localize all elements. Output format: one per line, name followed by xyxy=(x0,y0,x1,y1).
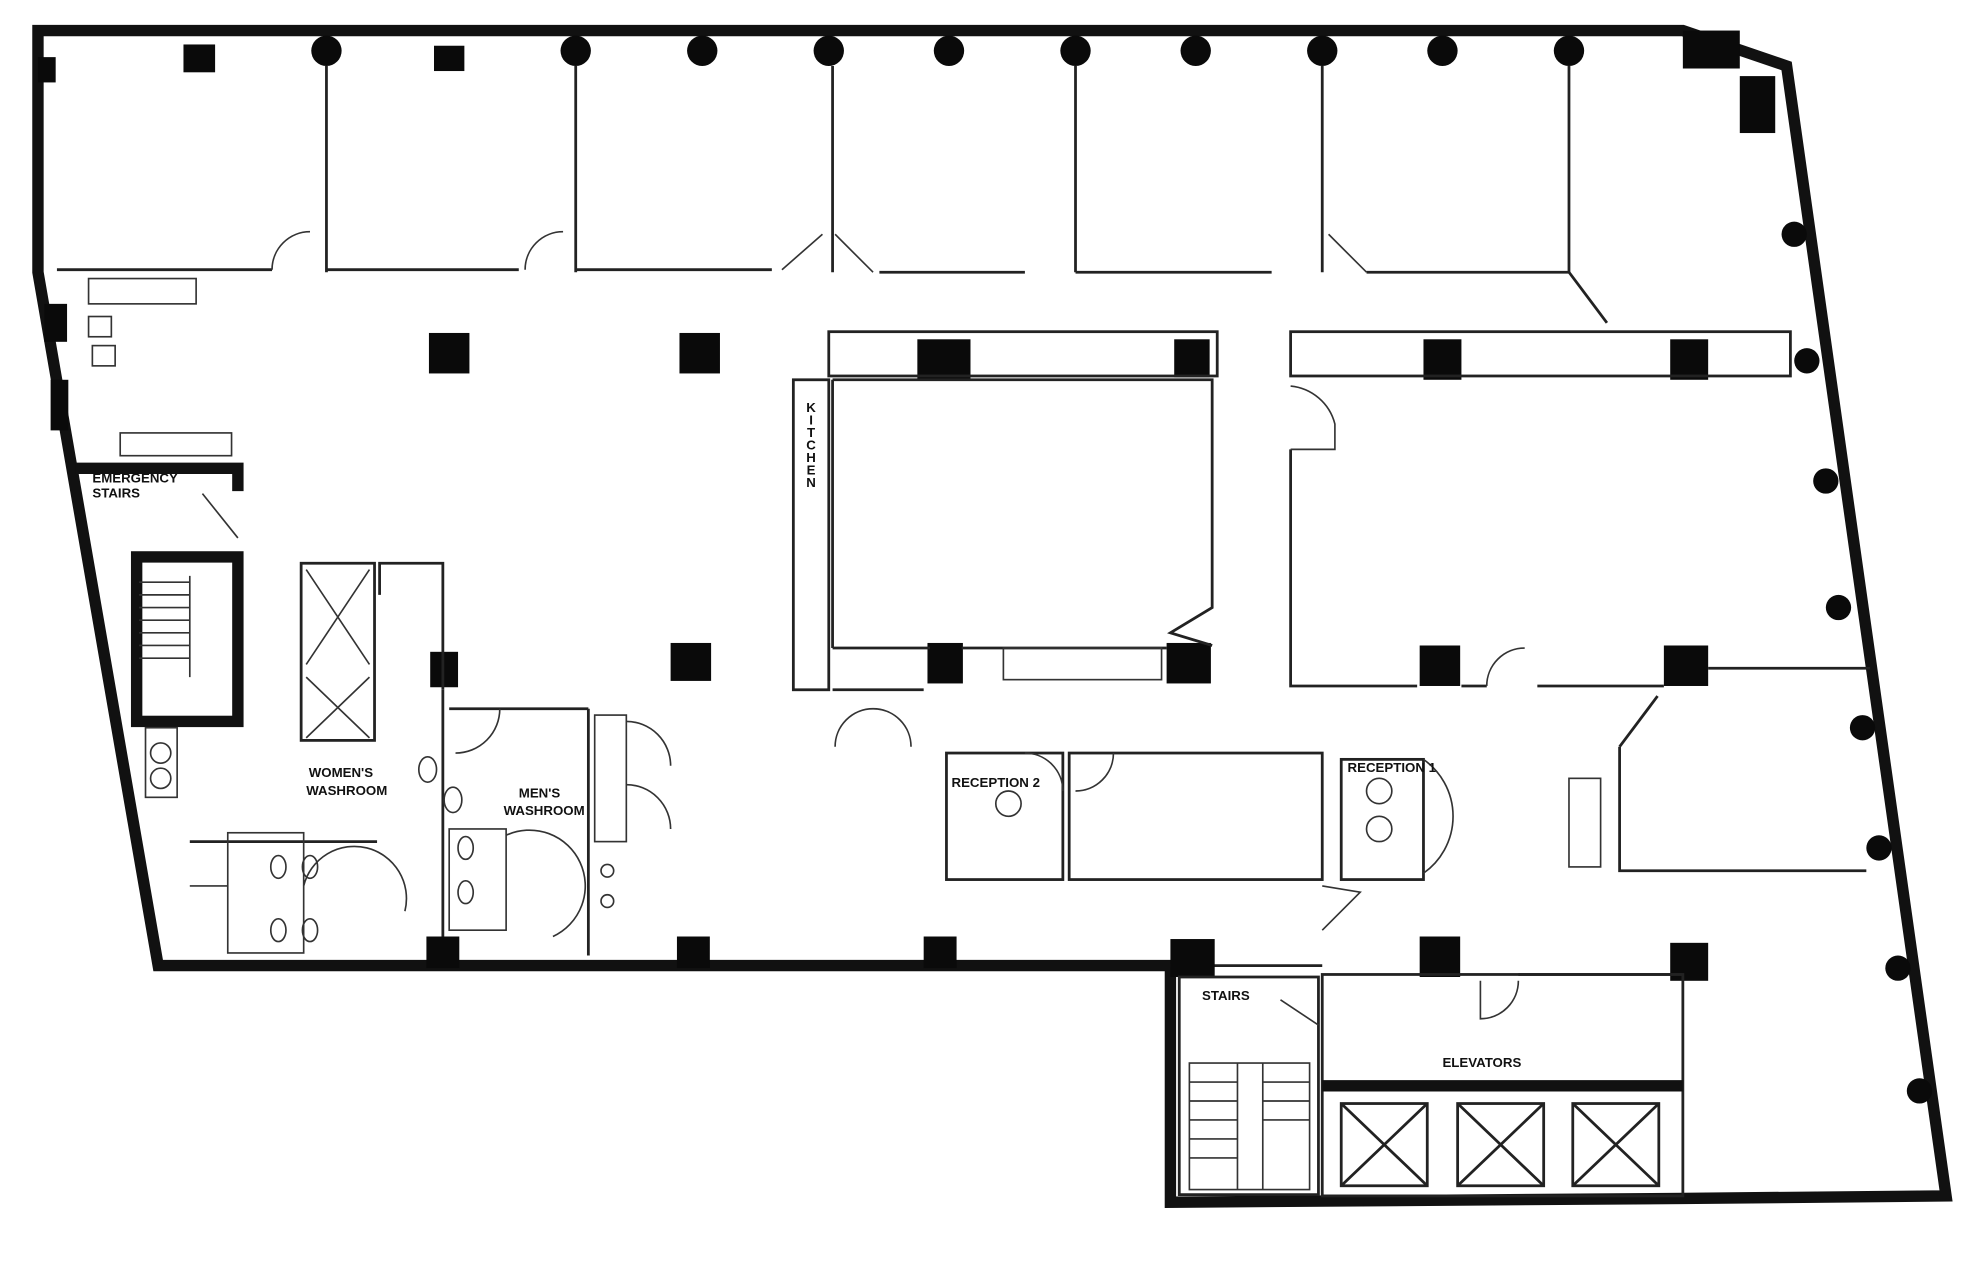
central-room-right xyxy=(1289,330,1871,873)
emergency-stairs-label: EMERGENCY xyxy=(92,470,178,485)
reception-1-label: RECEPTION 1 xyxy=(1348,760,1437,775)
reception-2-label: RECEPTION 2 xyxy=(952,775,1040,790)
elevators-label: ELEVATORS xyxy=(1442,1055,1521,1070)
central-room-left xyxy=(791,330,1219,747)
washrooms xyxy=(144,561,672,956)
kitchen-label: KITCHEN xyxy=(804,400,819,487)
exterior-wall xyxy=(32,24,1953,1208)
emergency-stairs-label-2: STAIRS xyxy=(92,485,140,500)
stairs-core xyxy=(1177,975,1320,1197)
stairs-label: STAIRS xyxy=(1202,988,1250,1003)
emergency-stairs xyxy=(75,462,244,728)
interior-columns xyxy=(426,332,1709,981)
perimeter-offices xyxy=(56,65,1609,457)
elevators xyxy=(1320,973,1685,1198)
mens-washroom-label-2: WASHROOM xyxy=(504,803,585,818)
mens-washroom-label: MEN'S xyxy=(519,785,561,800)
reception-area xyxy=(945,751,1454,931)
womens-washroom-label: WOMEN'S xyxy=(309,765,373,780)
perimeter-columns xyxy=(37,30,1933,1104)
womens-washroom-label-2: WASHROOM xyxy=(306,783,387,798)
